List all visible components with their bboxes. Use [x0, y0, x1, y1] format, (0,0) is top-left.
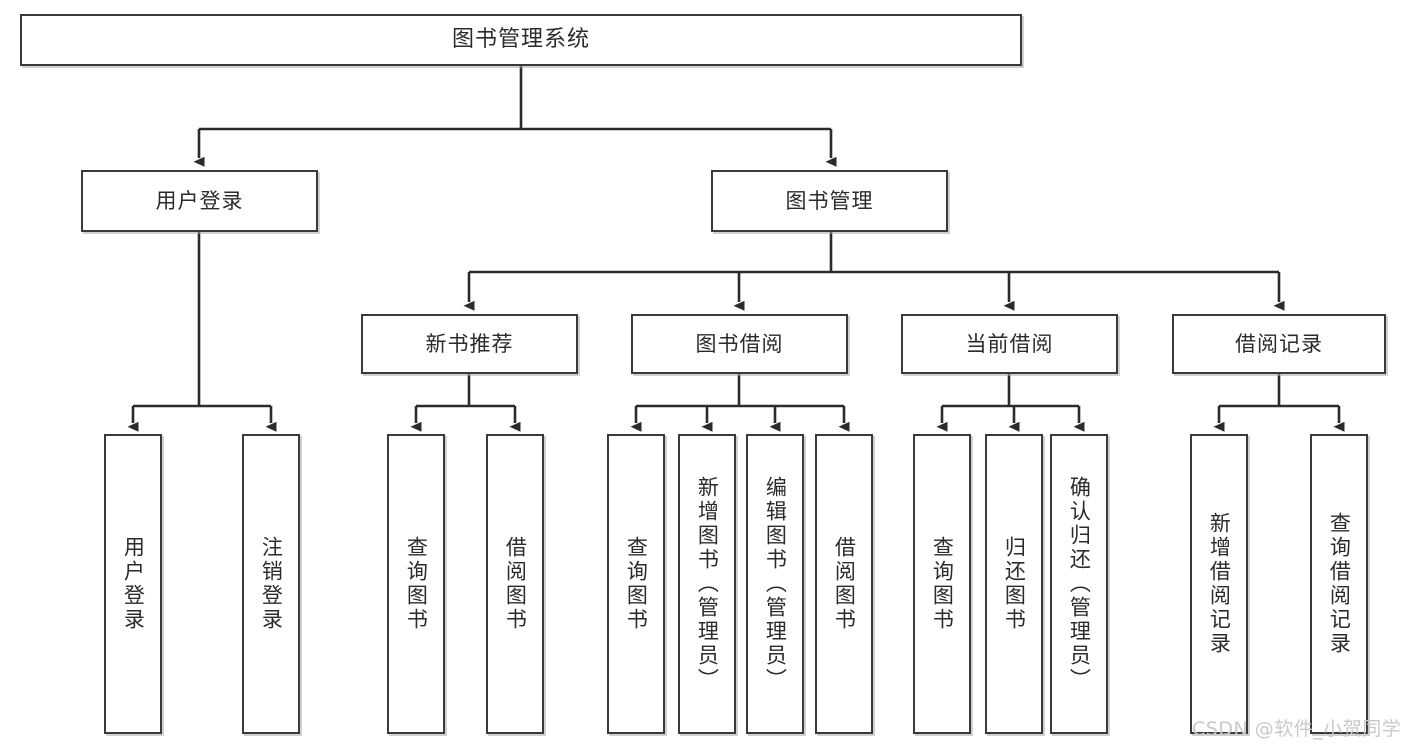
- node-label: 注销登录: [259, 536, 284, 632]
- node-label: 当前借阅: [965, 331, 1054, 356]
- node-label: 查询图书: [930, 536, 955, 632]
- node-book-borrow[interactable]: 图书借阅: [631, 314, 848, 374]
- node-label: 用户登录: [121, 536, 146, 632]
- leaf-return-book[interactable]: 归还图书: [985, 434, 1043, 734]
- leaf-edit-book-admin[interactable]: 编辑图书（管理员）: [746, 434, 804, 734]
- node-book-management[interactable]: 图书管理: [711, 170, 948, 232]
- leaf-query-borrow-record[interactable]: 查询借阅记录: [1310, 434, 1368, 734]
- node-label: 查询借阅记录: [1327, 512, 1352, 656]
- node-new-book-recommend[interactable]: 新书推荐: [361, 314, 578, 374]
- node-label: 图书管理系统: [451, 27, 590, 52]
- node-current-borrow[interactable]: 当前借阅: [901, 314, 1118, 374]
- leaf-query-book-current[interactable]: 查询图书: [913, 434, 971, 734]
- leaf-add-borrow-record[interactable]: 新增借阅记录: [1190, 434, 1248, 734]
- node-label: 查询图书: [624, 536, 649, 632]
- leaf-confirm-return-admin[interactable]: 确认归还（管理员）: [1050, 434, 1108, 734]
- node-label: 借阅图书: [832, 536, 857, 632]
- leaf-add-book-admin[interactable]: 新增图书（管理员）: [678, 434, 736, 734]
- node-label: 编辑图书（管理员）: [763, 476, 788, 692]
- node-label: 查询图书: [404, 536, 429, 632]
- csdn-watermark: CSDN @软件_小贺同学: [1192, 718, 1402, 740]
- node-label: 借阅记录: [1235, 331, 1323, 356]
- node-label: 借阅图书: [503, 536, 528, 632]
- node-label: 新增图书（管理员）: [695, 476, 720, 692]
- node-label: 用户登录: [155, 188, 244, 213]
- node-label: 图书借阅: [695, 331, 784, 356]
- leaf-logout[interactable]: 注销登录: [242, 434, 300, 734]
- leaf-query-book-recommend[interactable]: 查询图书: [387, 434, 445, 734]
- leaf-borrow-book[interactable]: 借阅图书: [815, 434, 873, 734]
- node-label: 新书推荐: [425, 331, 514, 356]
- node-borrow-record[interactable]: 借阅记录: [1172, 314, 1386, 374]
- node-root[interactable]: 图书管理系统: [20, 14, 1022, 66]
- node-label: 归还图书: [1002, 536, 1027, 632]
- leaf-borrow-book-recommend[interactable]: 借阅图书: [486, 434, 544, 734]
- leaf-user-login[interactable]: 用户登录: [104, 434, 162, 734]
- leaf-query-book[interactable]: 查询图书: [607, 434, 665, 734]
- node-label: 新增借阅记录: [1207, 512, 1232, 656]
- node-label: 图书管理: [785, 188, 874, 213]
- node-user-login[interactable]: 用户登录: [81, 170, 318, 232]
- node-label: 确认归还（管理员）: [1067, 476, 1092, 692]
